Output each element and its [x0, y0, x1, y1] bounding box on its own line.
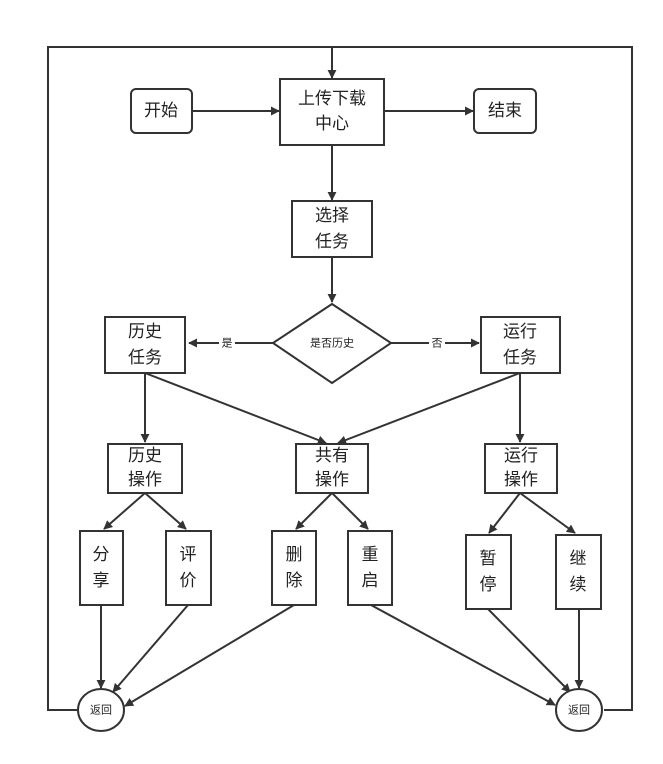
node-resume-line2: 续	[570, 575, 587, 595]
node-upload-download-center: 上传下载 中心	[279, 78, 385, 146]
node-select-line2: 任务	[315, 232, 349, 252]
node-shared-ops-line1: 共有	[315, 446, 349, 466]
node-return-right-label: 返回	[568, 704, 590, 717]
node-delete-line1: 删	[286, 545, 303, 565]
node-restart-line1: 重	[362, 545, 379, 565]
node-running-task: 运行 任务	[480, 316, 561, 374]
node-start-label: 开始	[144, 101, 178, 121]
node-return-left: 返回	[77, 688, 125, 732]
node-history-task-line1: 历史	[128, 322, 162, 342]
node-center-line1: 上传下载	[298, 89, 366, 109]
node-delete: 删 除	[271, 530, 317, 606]
node-share: 分 享	[79, 530, 124, 606]
node-history-ops: 历史 操作	[107, 443, 183, 494]
node-history-ops-line2: 操作	[128, 470, 162, 490]
edge-return-right-loop	[332, 46, 633, 711]
edge-label-yes: 是	[222, 337, 233, 350]
edge-pause-return	[487, 608, 571, 693]
node-running-task-line1: 运行	[503, 322, 537, 342]
node-resume: 继 续	[555, 534, 602, 610]
node-center-line2: 中心	[315, 114, 349, 134]
node-decision-label: 是否历史	[310, 337, 354, 350]
edges	[47, 46, 633, 711]
node-pause-line2: 停	[480, 575, 497, 595]
node-resume-line1: 继	[570, 549, 587, 569]
edge-running-ops-pause	[488, 492, 521, 534]
edge-shared-ops-restart	[331, 492, 369, 530]
node-history-task-line2: 任务	[128, 348, 162, 368]
node-running-ops-line2: 操作	[504, 470, 538, 490]
edge-history-ops-share	[103, 492, 146, 530]
node-delete-line2: 除	[286, 571, 303, 591]
node-pause: 暂 停	[465, 534, 512, 610]
edge-running-task-shared	[337, 372, 521, 445]
node-shared-ops: 共有 操作	[295, 443, 369, 494]
node-select-task: 选择 任务	[291, 200, 373, 258]
edge-label-no: 否	[432, 337, 443, 350]
edge-history-ops-rate	[144, 492, 187, 530]
node-share-line1: 分	[93, 545, 110, 565]
node-is-history-decision: 是否历史	[271, 302, 393, 385]
node-history-task: 历史 任务	[104, 316, 186, 374]
node-return-right: 返回	[555, 688, 603, 732]
edge-running-ops-resume	[519, 492, 576, 534]
edge-restart-return	[370, 604, 556, 706]
edge-labels: 是 否	[219, 336, 445, 350]
node-start: 开始	[130, 88, 193, 134]
node-running-task-line2: 任务	[503, 348, 537, 368]
node-end: 结束	[473, 88, 537, 134]
node-history-ops-line1: 历史	[128, 446, 162, 466]
node-select-line1: 选择	[315, 206, 349, 226]
edge-rate-return	[112, 604, 189, 693]
edge-return-left-loop	[47, 46, 332, 711]
node-running-ops: 运行 操作	[484, 443, 558, 494]
node-shared-ops-line2: 操作	[315, 470, 349, 490]
node-rate: 评 价	[165, 530, 212, 606]
node-running-ops-line1: 运行	[504, 446, 538, 466]
node-pause-line1: 暂	[480, 549, 497, 569]
edge-delete-return	[124, 604, 295, 707]
edge-shared-ops-delete	[295, 492, 333, 530]
node-return-left-label: 返回	[90, 704, 112, 717]
node-rate-line1: 评	[180, 545, 197, 565]
node-restart: 重 启	[347, 530, 393, 606]
edge-history-task-shared	[144, 372, 327, 445]
node-restart-line2: 启	[362, 571, 379, 591]
node-end-label: 结束	[488, 101, 522, 121]
node-share-line2: 享	[93, 571, 110, 591]
node-rate-line2: 价	[180, 571, 197, 591]
